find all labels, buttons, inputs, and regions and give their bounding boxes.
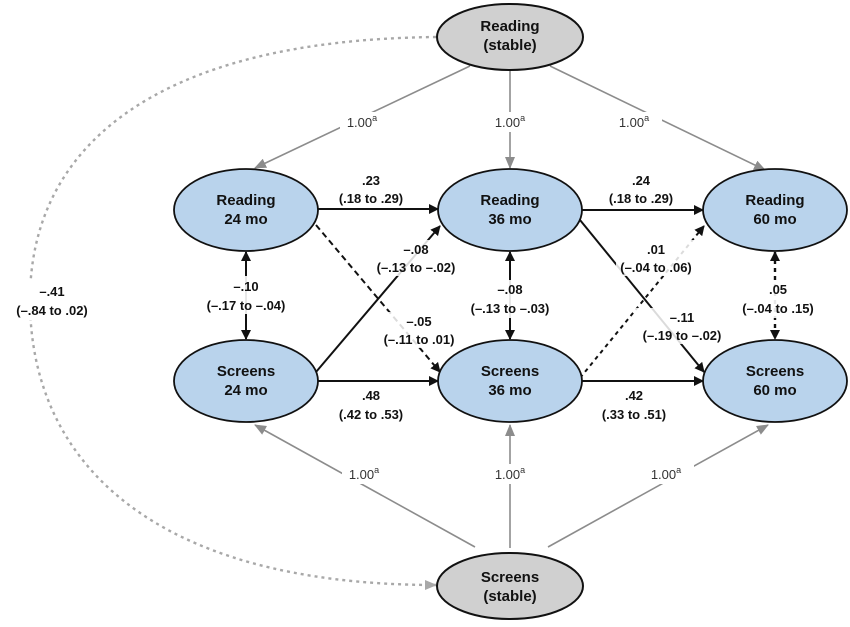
coef-cov-24-ci: (–.17 to –.04) bbox=[207, 298, 286, 313]
coef-cov-24-est: –.10 bbox=[233, 279, 258, 294]
node-label-line2: 36 mo bbox=[488, 211, 531, 228]
node-label-line2: 60 mo bbox=[753, 211, 796, 228]
node-screens-36: Screens 36 mo bbox=[437, 339, 583, 423]
coef-s36-r60-ci: (–.04 to .06) bbox=[620, 260, 692, 275]
coef-r36-s60-est: –.11 bbox=[670, 310, 695, 325]
coef-r36-r60-est: .24 bbox=[632, 173, 651, 188]
coef-cov-stable-est: –.41 bbox=[39, 284, 64, 299]
coef-s24-s36-ci: (.42 to .53) bbox=[339, 407, 403, 422]
coef-s24-r36-est: –.08 bbox=[403, 242, 428, 257]
loading-labels: 1.00a 1.00a 1.00a 1.00a 1.00a 1.00a bbox=[340, 112, 694, 484]
loading-label-reading-60: 1.00a bbox=[619, 113, 649, 130]
node-screens-60: Screens 60 mo bbox=[702, 339, 848, 423]
loading-label-reading-24: 1.00a bbox=[347, 113, 377, 130]
node-reading-60: Reading 60 mo bbox=[702, 168, 848, 252]
coef-s24-r36-ci: (–.13 to –.02) bbox=[377, 260, 456, 275]
node-label-line1: Reading bbox=[216, 192, 275, 209]
node-label-line2: (stable) bbox=[483, 588, 536, 605]
node-reading-stable: Reading (stable) bbox=[436, 3, 584, 71]
autoregressive-paths bbox=[316, 204, 704, 386]
loading-arrow-screens-24 bbox=[254, 424, 476, 548]
node-label-line2: 60 mo bbox=[753, 382, 796, 399]
node-label-line1: Reading bbox=[745, 192, 804, 209]
node-reading-24: Reading 24 mo bbox=[173, 168, 319, 252]
coef-s36-r60-est: .01 bbox=[647, 242, 665, 257]
coef-r24-r36-ci: (.18 to .29) bbox=[339, 191, 403, 206]
node-label-line1: Screens bbox=[746, 363, 804, 380]
node-label-line1: Reading bbox=[480, 192, 539, 209]
coef-cov-stable-ci: (–.84 to .02) bbox=[16, 303, 88, 318]
coefficient-labels: .23 (.18 to .29) .24 (.18 to .29) .48 (.… bbox=[4, 173, 834, 422]
node-label-line1: Reading bbox=[480, 18, 539, 35]
coef-s36-s60-ci: (.33 to .51) bbox=[602, 407, 666, 422]
coef-cov-60-est: .05 bbox=[769, 282, 787, 297]
coef-r24-s36-ci: (–.11 to .01) bbox=[384, 332, 455, 347]
coef-cov-36-est: –.08 bbox=[497, 282, 522, 297]
coef-r24-s36-est: –.05 bbox=[406, 314, 431, 329]
node-label-line2: 24 mo bbox=[224, 382, 267, 399]
node-reading-36: Reading 36 mo bbox=[437, 168, 583, 252]
node-label-line2: 24 mo bbox=[224, 211, 267, 228]
coef-s24-s36-est: .48 bbox=[362, 388, 380, 403]
node-screens-stable: Screens (stable) bbox=[436, 552, 584, 620]
loading-label-screens-24: 1.00a bbox=[349, 465, 379, 482]
loading-label-screens-60: 1.00a bbox=[651, 465, 681, 482]
coef-r36-r60-ci: (.18 to .29) bbox=[609, 191, 673, 206]
node-label-line1: Screens bbox=[481, 569, 539, 586]
node-label-line2: 36 mo bbox=[488, 382, 531, 399]
node-label-line1: Screens bbox=[481, 363, 539, 380]
coef-cov-60-ci: (–.04 to .15) bbox=[742, 301, 814, 316]
path-arrow-r36-s60 bbox=[579, 219, 705, 373]
node-label-line2: (stable) bbox=[483, 37, 536, 54]
coef-r36-s60-ci: (–.19 to –.02) bbox=[643, 328, 722, 343]
coef-s36-s60-est: .42 bbox=[625, 388, 643, 403]
loading-label-screens-36: 1.00a bbox=[495, 465, 525, 482]
coef-cov-36-ci: (–.13 to –.03) bbox=[471, 301, 550, 316]
node-label-line1: Screens bbox=[217, 363, 275, 380]
node-screens-24: Screens 24 mo bbox=[173, 339, 319, 423]
loading-arrow-screens-60 bbox=[547, 424, 769, 548]
coef-r24-r36-est: .23 bbox=[362, 173, 380, 188]
loading-label-reading-36: 1.00a bbox=[495, 113, 525, 130]
